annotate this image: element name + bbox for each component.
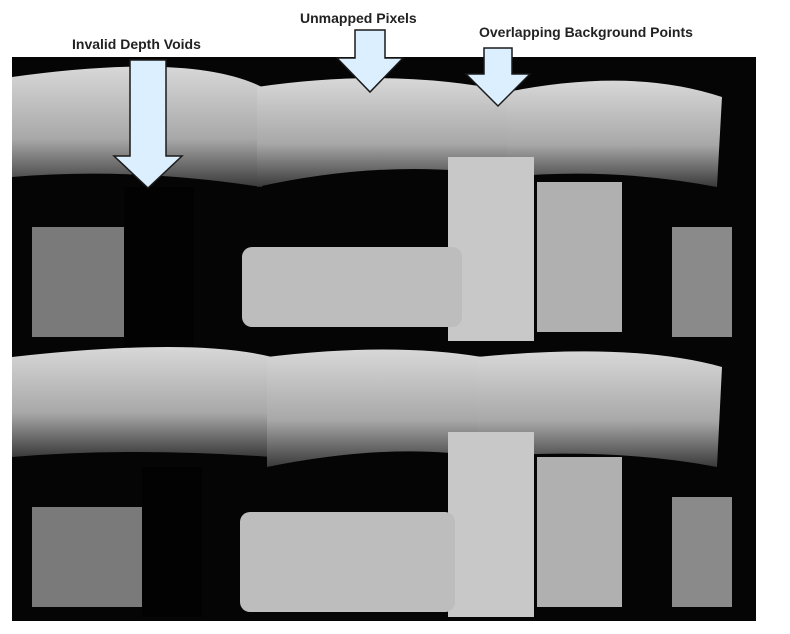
depth-panoramas: [12, 66, 732, 617]
overlapping-background-arrow-icon: [464, 47, 532, 108]
unmapped-pixels-label: Unmapped Pixels: [300, 10, 417, 26]
depth-panorama-frame: [12, 57, 756, 621]
invalid-depth-voids-label: Invalid Depth Voids: [72, 36, 201, 52]
overlapping-background-points-label: Overlapping Background Points: [479, 24, 693, 40]
top-panorama: [12, 66, 732, 347]
bottom-panorama: [12, 347, 732, 617]
unmapped-pixels-arrow-icon: [335, 29, 405, 94]
invalid-depth-voids-arrow-icon: [112, 59, 184, 190]
